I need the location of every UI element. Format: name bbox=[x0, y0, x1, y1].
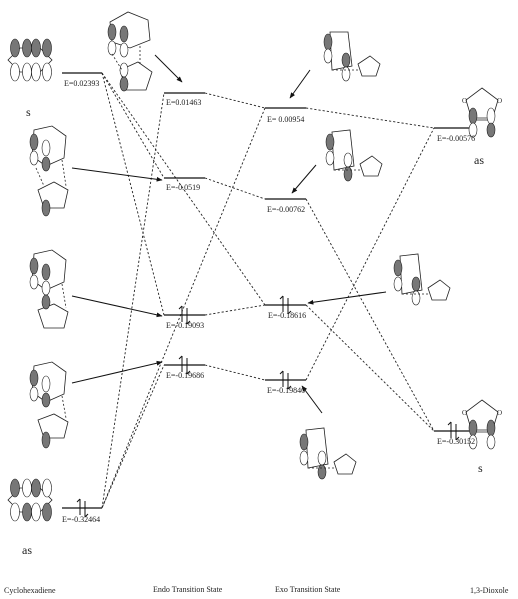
label-endo-3: E=-0.19093 bbox=[166, 321, 204, 330]
corr-exo-top-chd-low bbox=[101, 107, 266, 509]
ts-orbital-endo-top bbox=[107, 11, 153, 92]
corr-chd-low-endo-top bbox=[101, 92, 165, 509]
column-title-endo-ts: Endo Transition State bbox=[153, 585, 223, 594]
arrow-to-exo-top bbox=[289, 69, 311, 99]
arrow-to-exo-4 bbox=[301, 385, 323, 414]
corr-chd-low-endo-4 bbox=[101, 364, 165, 509]
arrow-to-endo-2 bbox=[71, 167, 163, 182]
label-endo-top: E=0.01463 bbox=[166, 98, 201, 107]
spin-pair-diox-low bbox=[447, 421, 460, 441]
symmetry-diox-top: as bbox=[474, 153, 484, 167]
label-exo-top: E= 0.00954 bbox=[267, 115, 304, 124]
column-title-exo-ts: Exo Transition State bbox=[275, 585, 341, 594]
orbital-pictures: O O O O bbox=[7, 11, 502, 522]
energy-labels: E=0.02393 E=0.01463 E= 0.00954 E=-0.0057… bbox=[62, 79, 475, 524]
arrows bbox=[71, 54, 387, 414]
corr-exo-top-diox-top bbox=[305, 107, 435, 129]
arrow-to-endo-3 bbox=[71, 295, 163, 318]
lobe bbox=[10, 38, 20, 58]
arrow-to-exo-2 bbox=[291, 164, 317, 194]
label-diox-top: E=-0.00576 bbox=[437, 134, 475, 143]
ts-orbital-exo-4 bbox=[299, 427, 357, 480]
arrow-to-exo-3 bbox=[307, 291, 387, 305]
corr-endo-2-exo-2 bbox=[204, 177, 266, 200]
ts-orbital-exo-top bbox=[323, 31, 381, 82]
chd-orbital-as bbox=[7, 478, 53, 522]
symmetry-diox-low: s bbox=[478, 461, 483, 475]
spin-pair-chd-low bbox=[76, 498, 89, 518]
ts-orbital-endo-4 bbox=[29, 361, 69, 449]
column-title-cyclohexadiene: Cyclohexadiene bbox=[4, 586, 56, 595]
spin-pair-exo-4 bbox=[279, 370, 292, 390]
dioxole-orbital-s: O O bbox=[462, 399, 502, 450]
corr-exo-2-diox-low bbox=[305, 198, 435, 432]
column-title-dioxole: 1,3-Dioxole bbox=[470, 586, 509, 595]
correlation-lines bbox=[101, 72, 435, 509]
corr-exo-4-diox-top bbox=[305, 127, 435, 381]
chd-orbital-s bbox=[7, 38, 53, 82]
symmetry-chd-top: s bbox=[26, 105, 31, 119]
corr-endo-4-exo-4 bbox=[204, 364, 266, 381]
arrow-to-endo-4 bbox=[71, 360, 163, 384]
ts-orbital-exo-2 bbox=[325, 129, 383, 182]
label-chd-top: E=0.02393 bbox=[64, 79, 99, 88]
svg-text:O: O bbox=[462, 409, 467, 417]
svg-text:O: O bbox=[497, 97, 502, 105]
corr-endo-top-exo-top bbox=[204, 92, 266, 109]
svg-text:O: O bbox=[462, 97, 467, 105]
symmetry-chd-low: as bbox=[22, 543, 32, 557]
corr-chd-top-endo-3 bbox=[101, 72, 165, 316]
corr-exo-3-diox-low bbox=[305, 304, 435, 432]
ts-orbital-endo-2 bbox=[29, 125, 69, 217]
energy-levels bbox=[62, 72, 474, 509]
label-exo-2: E=-0.00762 bbox=[267, 205, 305, 214]
corr-endo-3-exo-3 bbox=[204, 304, 266, 316]
spin-pair-endo-4 bbox=[178, 355, 191, 375]
spin-pair-exo-3 bbox=[279, 295, 292, 315]
ts-orbital-exo-3 bbox=[393, 253, 451, 306]
label-endo-4: E=-0.19686 bbox=[166, 371, 204, 380]
label-endo-2: E=-0.0519 bbox=[166, 183, 200, 192]
label-exo-4: E=-0.19840 bbox=[267, 386, 305, 395]
label-chd-low: E=-0.32464 bbox=[62, 515, 100, 524]
spin-pair-endo-3 bbox=[178, 305, 191, 325]
arrow-to-endo-top bbox=[154, 54, 183, 83]
column-titles: Cyclohexadiene Endo Transition State Exo… bbox=[4, 585, 509, 595]
corr-chd-top-endo-2 bbox=[101, 72, 165, 179]
ts-orbital-endo-3 bbox=[29, 249, 69, 329]
corr-chd-top-exo-3 bbox=[101, 72, 266, 306]
label-diox-low: E=-0.30152 bbox=[437, 437, 475, 446]
svg-text:O: O bbox=[497, 409, 502, 417]
label-exo-3: E=-0.18616 bbox=[268, 311, 306, 320]
dioxole-orbital-as: O O bbox=[462, 87, 502, 138]
electron-pairs bbox=[76, 295, 460, 518]
symmetry-labels: s as as s bbox=[22, 105, 484, 557]
